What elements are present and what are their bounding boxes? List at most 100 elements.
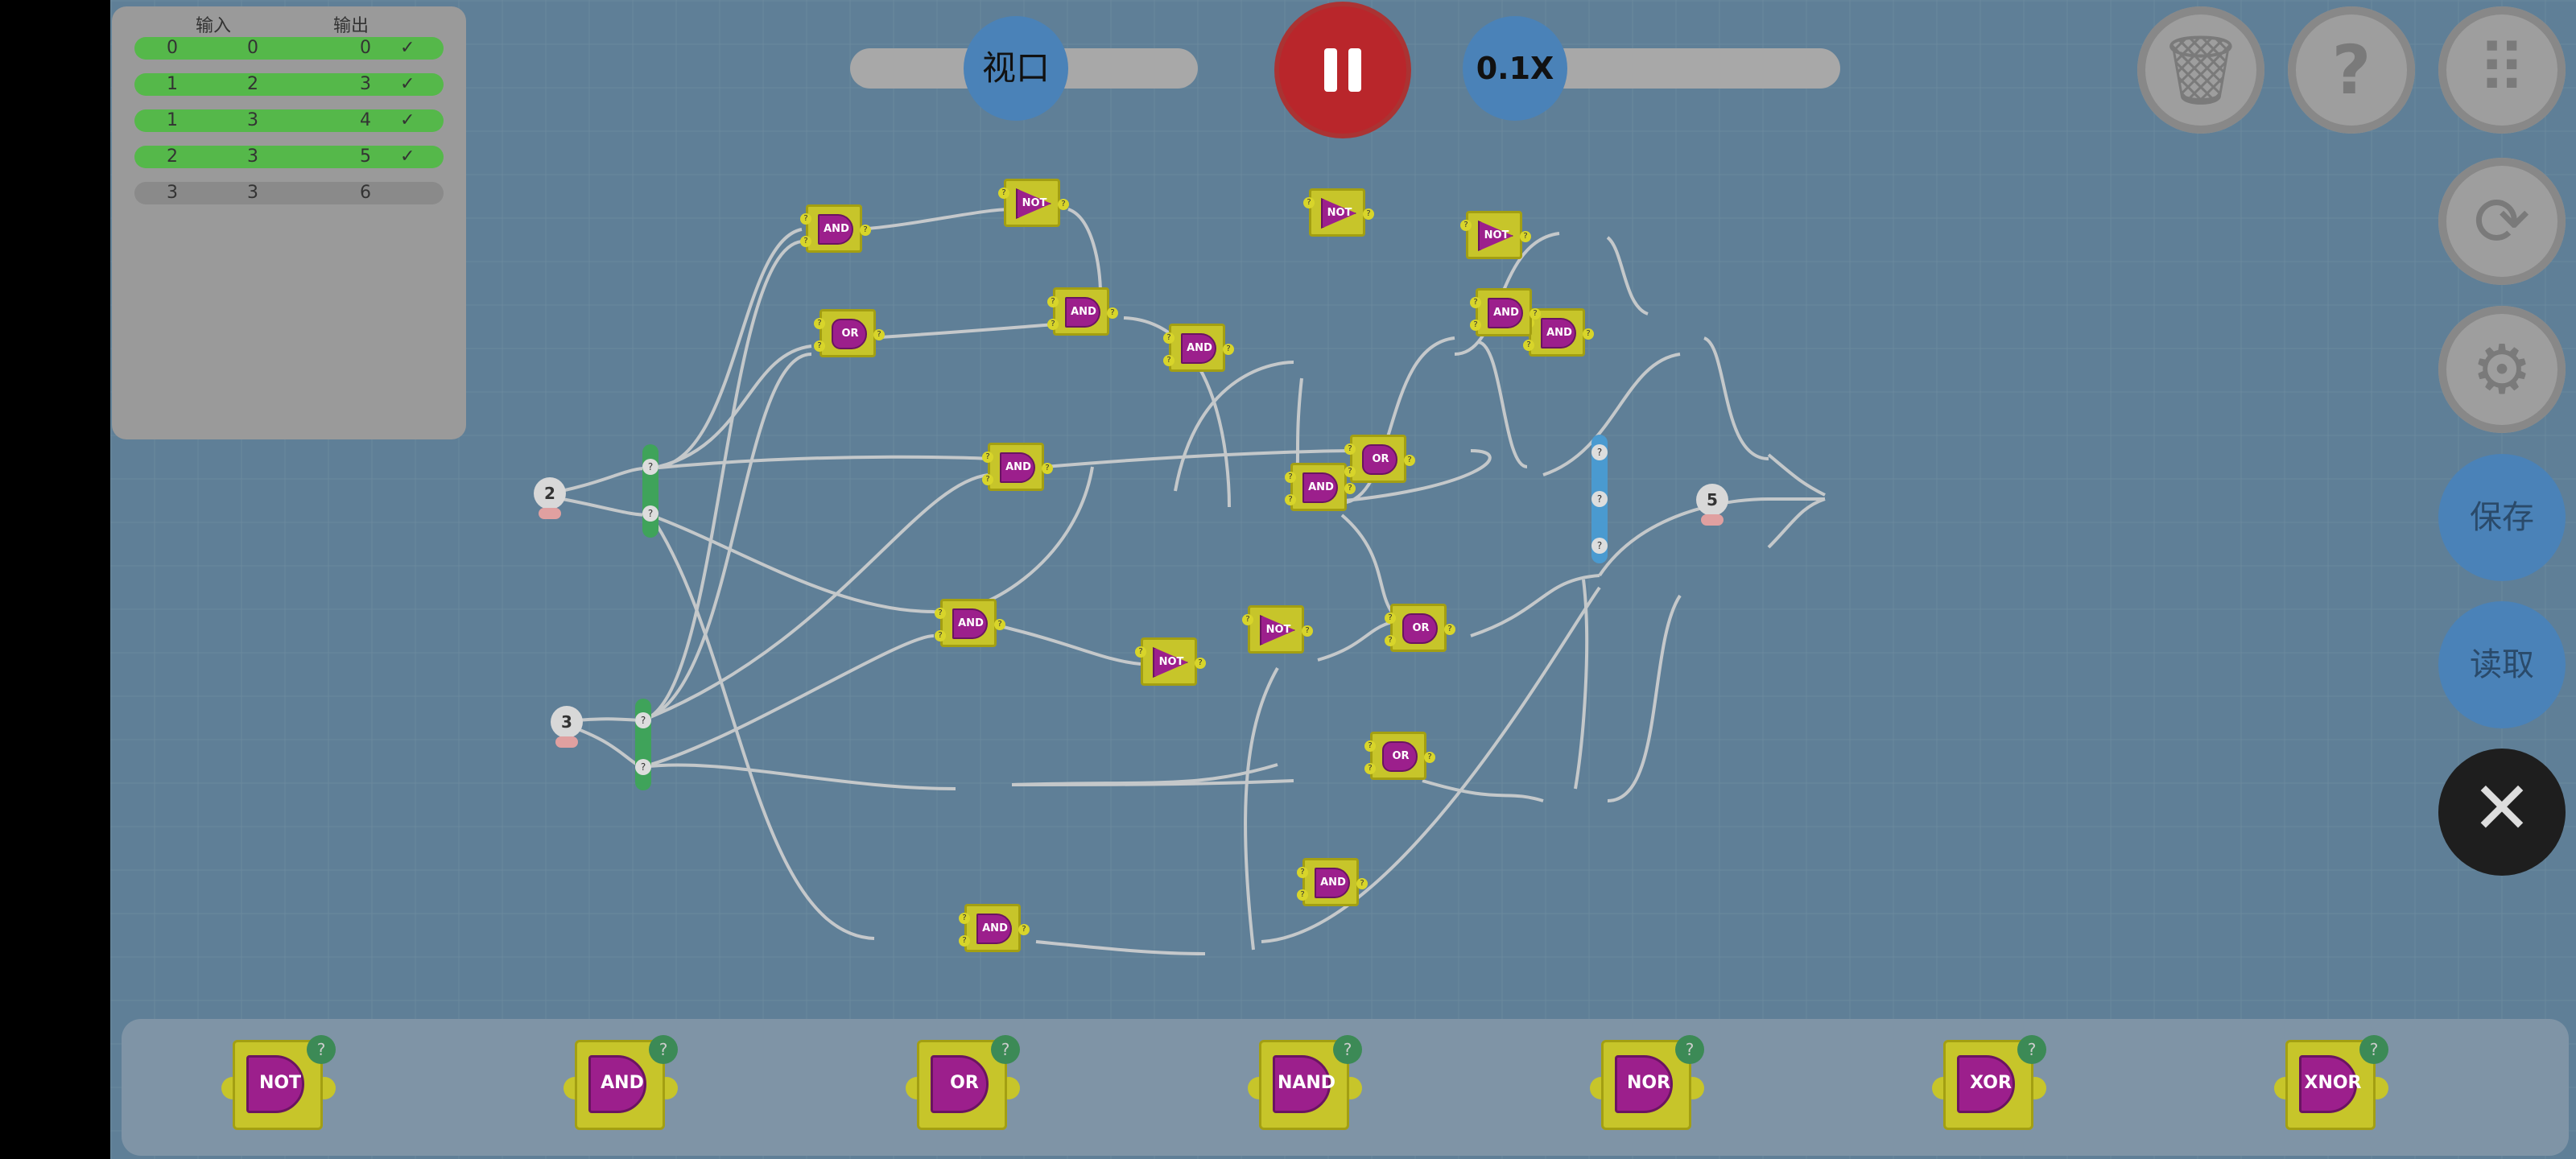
gate-input-pin[interactable]: ? (814, 318, 825, 329)
input-node-a[interactable]: 2 (534, 477, 566, 519)
gate-output-pin[interactable]: ? (1195, 658, 1206, 669)
palette-and[interactable]: AND? (564, 1035, 678, 1130)
gate-output-pin[interactable]: ? (1424, 752, 1435, 763)
gate-not[interactable]: NOT?? (998, 179, 1069, 227)
gate-output-pin[interactable]: ? (994, 619, 1005, 630)
pause-button[interactable] (1279, 6, 1406, 134)
gate-output-pin[interactable]: ? (1520, 231, 1531, 242)
gate-output-pin[interactable]: ? (1107, 307, 1118, 319)
delete-button[interactable]: 🗑 (2137, 6, 2264, 134)
gate-input-pin[interactable]: ? (982, 452, 993, 463)
input-node-b[interactable]: 3 (551, 706, 583, 748)
gate-input-pin[interactable]: ? (1135, 646, 1146, 658)
gate-input-pin[interactable]: ? (1303, 197, 1315, 208)
gate-and[interactable]: AND??? (1285, 463, 1356, 511)
bus-pin[interactable]: ? (1591, 491, 1608, 507)
gate-input-pin[interactable]: ? (1470, 297, 1481, 308)
gate-output-pin[interactable]: ? (873, 329, 885, 340)
menu-button[interactable]: ⠿ (2438, 6, 2566, 134)
bus-pin[interactable]: ? (1591, 444, 1608, 460)
gate-input-pin[interactable]: ? (1385, 612, 1396, 624)
gate-input-pin[interactable]: ? (935, 630, 946, 641)
gate-input-pin[interactable]: ? (1297, 867, 1308, 878)
gate-input-pin[interactable]: ? (1385, 635, 1396, 646)
question-icon[interactable]: ? (1675, 1035, 1704, 1064)
gate-or[interactable]: OR??? (814, 309, 885, 357)
question-icon[interactable]: ? (991, 1035, 1020, 1064)
question-icon[interactable]: ? (649, 1035, 678, 1064)
gate-and[interactable]: AND??? (982, 443, 1053, 491)
gate-and[interactable]: AND??? (1297, 858, 1368, 906)
gate-not[interactable]: NOT?? (1242, 605, 1313, 654)
gate-input-pin[interactable]: ? (1285, 494, 1296, 505)
bus-pin[interactable]: ? (642, 505, 658, 522)
gate-output-pin[interactable]: ? (1302, 625, 1313, 637)
question-icon[interactable]: ? (307, 1035, 336, 1064)
palette-xor[interactable]: XOR? (1932, 1035, 2046, 1130)
gate-input-pin[interactable]: ? (959, 913, 970, 924)
gate-or[interactable]: OR??? (1385, 604, 1455, 652)
gate-input-pin[interactable]: ? (800, 236, 811, 247)
gate-input-pin[interactable]: ? (935, 608, 946, 619)
bus-pin[interactable]: ? (635, 712, 651, 728)
gate-input-pin[interactable]: ? (1285, 472, 1296, 483)
bus-pin[interactable]: ? (1591, 538, 1608, 554)
gate-input-pin[interactable]: ? (1344, 443, 1356, 455)
gate-not[interactable]: NOT?? (1303, 188, 1374, 237)
gate-input-pin[interactable]: ? (982, 474, 993, 485)
question-icon[interactable]: ? (2017, 1035, 2046, 1064)
gate-and[interactable]: AND??? (1470, 288, 1541, 336)
gate-input-pin[interactable]: ? (1460, 220, 1472, 231)
bus-pin[interactable]: ? (642, 459, 658, 475)
gate-or[interactable]: OR??? (1364, 732, 1435, 780)
palette-or[interactable]: OR? (906, 1035, 1020, 1130)
gate-input-pin[interactable]: ? (1163, 355, 1174, 366)
gate-input-pin[interactable]: ? (1364, 740, 1376, 752)
gate-and[interactable]: AND??? (959, 904, 1030, 952)
palette-xnor[interactable]: XNOR? (2274, 1035, 2388, 1130)
gate-input-pin[interactable]: ? (998, 188, 1009, 199)
refresh-button[interactable]: ⟳ (2438, 158, 2566, 285)
gate-output-pin[interactable]: ? (1404, 455, 1415, 466)
gate-input-pin[interactable]: ? (1242, 614, 1253, 625)
gate-output-pin[interactable]: ? (1444, 624, 1455, 635)
gate-input-pin[interactable]: ? (959, 935, 970, 947)
gate-not[interactable]: NOT?? (1135, 637, 1206, 686)
gate-input-pin[interactable]: ? (814, 340, 825, 352)
gate-input-pin[interactable]: ? (800, 213, 811, 225)
gate-input-pin[interactable]: ? (1047, 319, 1059, 330)
save-button[interactable]: 保存 (2438, 454, 2566, 581)
gate-and[interactable]: AND??? (1523, 308, 1594, 357)
gate-output-pin[interactable]: ? (860, 225, 871, 236)
gate-output-pin[interactable]: ? (1223, 344, 1234, 355)
gate-output-pin[interactable]: ? (1042, 463, 1053, 474)
palette-nor[interactable]: NOR? (1590, 1035, 1704, 1130)
bus-pin[interactable]: ? (635, 759, 651, 775)
gate-input-pin[interactable]: ? (1523, 340, 1534, 351)
gate-not[interactable]: NOT?? (1460, 211, 1531, 259)
gate-input-pin[interactable]: ? (1344, 466, 1356, 477)
palette-nand[interactable]: NAND? (1248, 1035, 1362, 1130)
gate-input-pin[interactable]: ? (1047, 296, 1059, 307)
question-icon[interactable]: ? (1333, 1035, 1362, 1064)
gate-output-pin[interactable]: ? (1018, 924, 1030, 935)
help-button[interactable]: ? (2288, 6, 2415, 134)
gate-and[interactable]: AND??? (1163, 324, 1234, 372)
palette-not[interactable]: NOT? (221, 1035, 336, 1130)
gate-input-pin[interactable]: ? (1470, 320, 1481, 331)
gate-output-pin[interactable]: ? (1530, 308, 1541, 320)
gate-and[interactable]: AND??? (1047, 287, 1118, 336)
gate-and[interactable]: AND??? (935, 599, 1005, 647)
gate-output-pin[interactable]: ? (1363, 208, 1374, 220)
gate-or[interactable]: OR??? (1344, 435, 1415, 483)
settings-button[interactable]: ⚙ (2438, 306, 2566, 433)
gate-and[interactable]: AND??? (800, 204, 871, 253)
load-button[interactable]: 读取 (2438, 601, 2566, 728)
gate-input-pin[interactable]: ? (1364, 763, 1376, 774)
gate-output-pin[interactable]: ? (1583, 328, 1594, 340)
gate-output-pin[interactable]: ? (1356, 878, 1368, 889)
speed-slider-knob[interactable]: 0.1X (1463, 16, 1567, 121)
close-button[interactable]: ✕ (2438, 749, 2566, 876)
gate-input-pin[interactable]: ? (1163, 332, 1174, 344)
